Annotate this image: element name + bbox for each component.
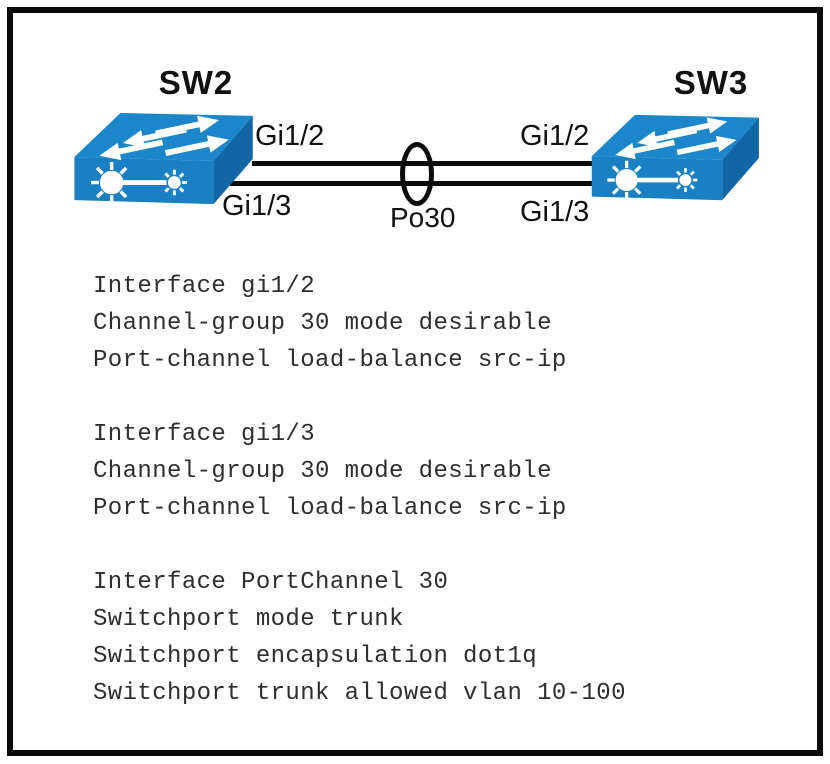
config-line: Channel-group 30 mode desirable [93, 310, 552, 337]
config-line [93, 527, 626, 564]
config-line: Switchport mode trunk [93, 606, 404, 633]
config-line: Interface gi1/2 [93, 273, 316, 300]
config-line: Interface PortChannel 30 [93, 569, 449, 596]
sw3-port-gi1-2-label: Gi1/2 [520, 120, 590, 152]
config-line: Channel-group 30 mode desirable [93, 458, 552, 485]
config-line: Port-channel load-balance src-ip [93, 495, 567, 522]
sw3-label: SW3 [673, 64, 749, 101]
sw3-port-gi1-3-label: Gi1/3 [520, 196, 590, 228]
sw2-port-gi1-3-label: Gi1/3 [222, 190, 292, 222]
config-line: Switchport encapsulation dot1q [93, 643, 538, 670]
sw3-switch-icon [589, 112, 769, 204]
diagram-frame: SW2 SW3 Gi1/2 Gi1/3 Gi1/2 Gi1/3 Po30 Int… [7, 7, 823, 756]
sw2-label: SW2 [158, 64, 234, 101]
config-line: Interface gi1/3 [93, 421, 316, 448]
sw2-port-gi1-2-label: Gi1/2 [255, 120, 325, 152]
port-channel-ellipse-icon [400, 142, 434, 206]
config-line [93, 379, 626, 416]
config-text-block: Interface gi1/2 Channel-group 30 mode de… [93, 268, 626, 712]
config-line: Port-channel load-balance src-ip [93, 347, 567, 374]
port-channel-label: Po30 [390, 202, 456, 233]
config-line: Switchport trunk allowed vlan 10-100 [93, 680, 626, 707]
